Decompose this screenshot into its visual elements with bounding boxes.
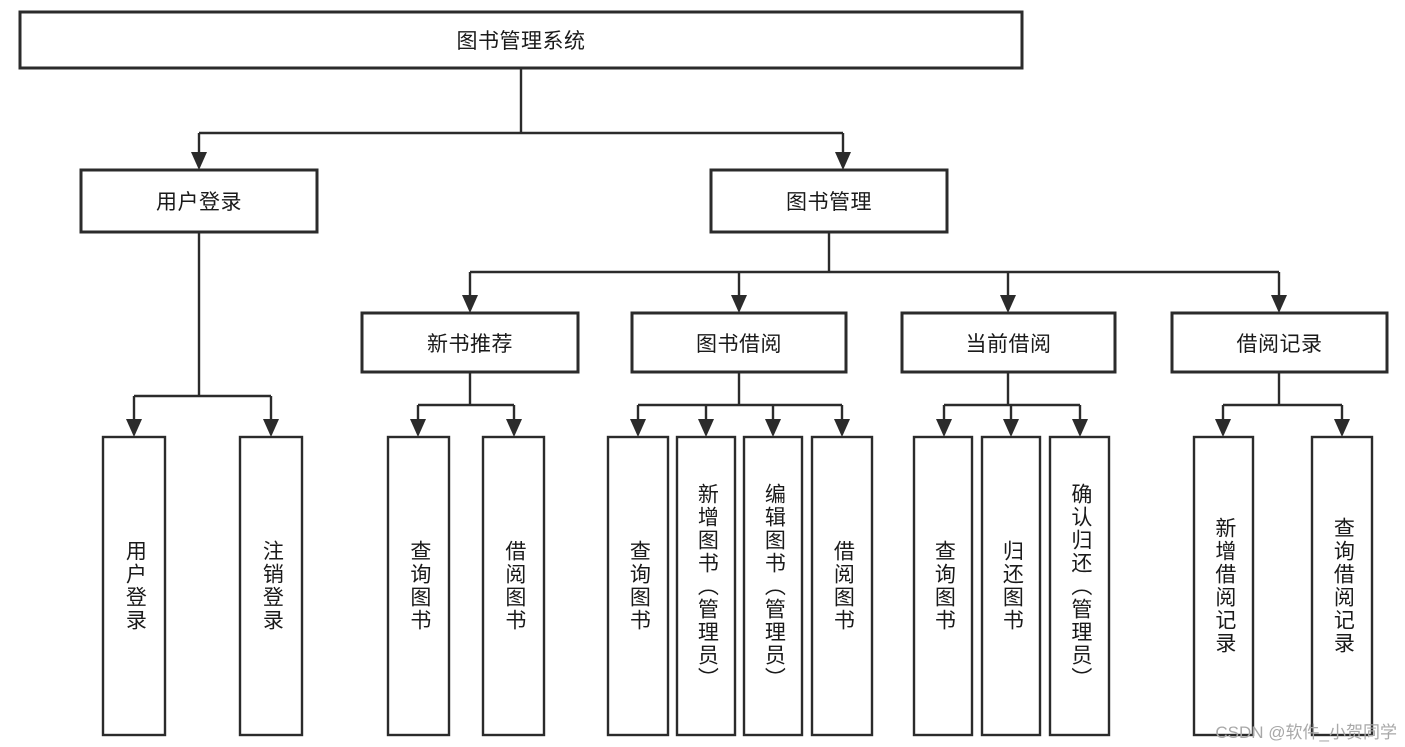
- arrow-icon: [462, 295, 478, 313]
- arrow-icon: [630, 419, 646, 437]
- node-leaf-query-book-2-box[interactable]: [606, 435, 670, 737]
- node-leaf-edit-book-box[interactable]: [742, 435, 804, 737]
- connector-userlogin-to-leaves: [126, 232, 279, 437]
- arrow-icon: [263, 419, 279, 437]
- node-leaf-query-book-3-box[interactable]: [912, 435, 974, 737]
- arrow-icon: [1072, 419, 1088, 437]
- node-borrow-record-box[interactable]: [1170, 311, 1389, 374]
- arrow-icon: [410, 419, 426, 437]
- connector-newbook-to-leaves: [410, 372, 522, 437]
- connector-borrowrecord-to-leaves: [1215, 372, 1350, 437]
- arrow-icon: [1000, 295, 1016, 313]
- node-leaf-borrow-book-1-box[interactable]: [481, 435, 546, 737]
- arrow-icon: [1003, 419, 1019, 437]
- node-book-borrow-box[interactable]: [630, 311, 848, 374]
- node-current-borrow-box[interactable]: [900, 311, 1117, 374]
- connector-bookmanage-to-level3: [462, 232, 1287, 313]
- node-leaf-user-logout-box[interactable]: [238, 435, 304, 737]
- arrow-icon: [731, 295, 747, 313]
- node-leaf-user-login-box[interactable]: [101, 435, 167, 737]
- connector-bookborrow-to-leaves: [630, 372, 850, 437]
- node-leaf-confirm-return-box[interactable]: [1048, 435, 1111, 737]
- arrow-icon: [191, 152, 207, 170]
- arrow-icon: [506, 419, 522, 437]
- node-leaf-query-book-1-box[interactable]: [386, 435, 451, 737]
- arrow-icon: [936, 419, 952, 437]
- node-leaf-add-book-box[interactable]: [675, 435, 737, 737]
- arrow-icon: [835, 152, 851, 170]
- connector-currentborrow-to-leaves: [936, 372, 1088, 437]
- arrow-icon: [1334, 419, 1350, 437]
- arrow-icon: [765, 419, 781, 437]
- node-leaf-add-record-box[interactable]: [1192, 435, 1255, 737]
- node-user-login-box[interactable]: [79, 168, 319, 234]
- node-leaf-query-record-box[interactable]: [1310, 435, 1374, 737]
- arrow-icon: [834, 419, 850, 437]
- connector-root-to-level2: [191, 68, 851, 170]
- arrow-icon: [1271, 295, 1287, 313]
- node-root-box[interactable]: [18, 10, 1024, 70]
- node-leaf-borrow-book-2-box[interactable]: [810, 435, 874, 737]
- arrow-icon: [126, 419, 142, 437]
- arrow-icon: [698, 419, 714, 437]
- node-new-book-recommend-box[interactable]: [360, 311, 580, 374]
- arrow-icon: [1215, 419, 1231, 437]
- node-book-manage-box[interactable]: [709, 168, 949, 234]
- node-leaf-return-book-box[interactable]: [980, 435, 1042, 737]
